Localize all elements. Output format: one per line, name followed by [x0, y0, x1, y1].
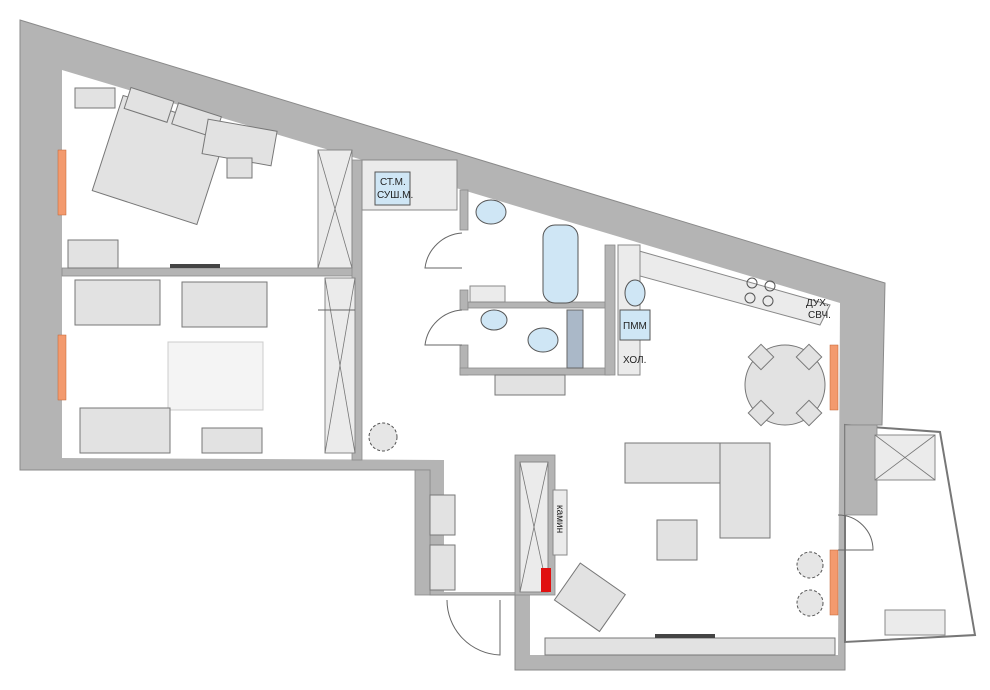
wall-bath-b — [459, 289, 469, 311]
sink-2 — [480, 309, 508, 331]
armchair — [553, 562, 627, 633]
bunk — [74, 279, 161, 326]
fireplace-label: камин — [554, 505, 565, 533]
kitchen-sink — [624, 279, 646, 307]
washer-label: СТ.М. — [380, 177, 406, 188]
washer-dryer — [374, 171, 411, 206]
chair — [795, 343, 823, 371]
door-balcony[interactable] — [837, 514, 874, 551]
apartment-floor — [62, 70, 840, 655]
balcony-bench — [884, 609, 946, 636]
bench — [494, 374, 566, 396]
kids-table — [201, 427, 263, 454]
dresser — [67, 239, 119, 269]
chair — [226, 157, 253, 179]
sofa — [181, 281, 268, 328]
wall-kitchen — [604, 244, 616, 376]
sink-1 — [475, 199, 507, 225]
bath-cabinet — [469, 285, 506, 303]
entry-cabinet — [429, 544, 456, 591]
door-bathroom[interactable] — [424, 232, 463, 269]
window-living — [829, 549, 839, 616]
plant-icon — [368, 422, 398, 452]
sofa-chaise — [719, 442, 771, 539]
chair — [747, 343, 775, 371]
bathtub — [542, 224, 579, 304]
door-wc[interactable] — [424, 309, 463, 346]
oven-label: ДУХ. — [806, 298, 829, 309]
wall-bath-middle — [467, 301, 614, 309]
wall-bath-bottom — [459, 367, 611, 376]
double-bed — [91, 86, 229, 226]
bed-single — [79, 407, 171, 454]
wall-bedrooms — [61, 267, 358, 277]
wall-bath-a — [459, 189, 469, 231]
tv-living — [655, 634, 715, 638]
tv-console — [544, 637, 836, 656]
door-entrance[interactable] — [446, 599, 501, 656]
dishwasher-label: ПММ — [623, 321, 647, 332]
fireplace — [552, 489, 568, 556]
chair — [747, 399, 775, 427]
dryer-label: СУШ.М. — [377, 190, 413, 201]
rug — [167, 341, 264, 411]
coffee-table — [656, 519, 698, 561]
chair — [795, 399, 823, 427]
window-dining — [829, 344, 839, 411]
plant-icon — [796, 551, 824, 579]
toilet — [527, 327, 559, 353]
shaft — [566, 309, 584, 369]
fridge-label: ХОЛ. — [623, 355, 646, 366]
tv — [170, 264, 220, 268]
entry-bench — [429, 494, 456, 536]
dishwasher — [619, 309, 651, 341]
wall-entry — [414, 469, 431, 596]
fireplace-fire — [541, 568, 551, 592]
microwave-label: СВЧ. — [808, 310, 831, 321]
nightstand — [74, 87, 116, 109]
window-kids-room — [57, 334, 67, 401]
plant-icon — [796, 589, 824, 617]
balcony-wall — [844, 424, 878, 516]
window-bedroom — [57, 149, 67, 216]
